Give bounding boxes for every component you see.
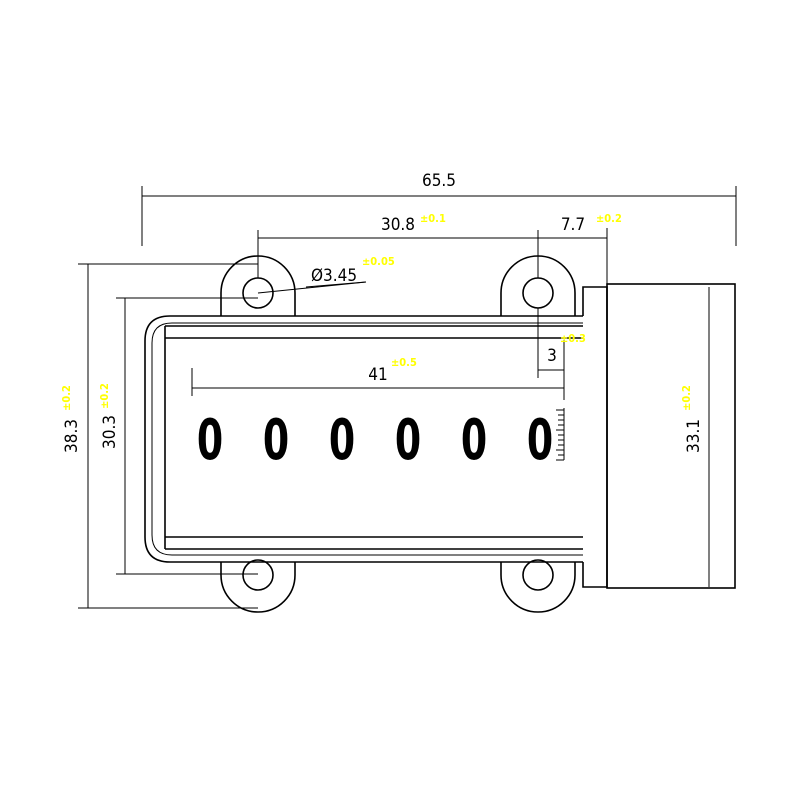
body-height-label: 30.3: [100, 415, 120, 449]
hole-diameter-tolerance: ±0.05: [362, 255, 395, 268]
hole-diameter-label: Ø3.45: [311, 266, 357, 286]
end-offset-tolerance: ±0.3: [560, 332, 586, 345]
end-offset-label: 3: [547, 346, 557, 366]
hole-bottom-left: [242, 559, 274, 591]
hole-bottom-right: [522, 559, 554, 591]
step-flange: [582, 286, 608, 588]
dimension-lines: [78, 186, 737, 609]
lug-bottom-left: [220, 562, 296, 613]
hole-pitch-label: 30.8: [381, 215, 415, 235]
digit-1: 0: [197, 407, 223, 473]
counter-digits: 0 0 0 0 0 0: [197, 407, 553, 473]
overall-width-label: 65.5: [422, 171, 456, 191]
digit-4: 0: [395, 407, 421, 473]
dimension-labels: 65.5 30.8 ±0.1 7.7 ±0.2 Ø3.45 ±0.05 3 ±0…: [60, 171, 704, 453]
digit-scale: [556, 408, 565, 461]
digit-6: 0: [527, 407, 553, 473]
overall-height-tolerance: ±0.2: [60, 385, 73, 411]
window-width-label: 41: [368, 365, 387, 385]
housing: [606, 283, 736, 589]
body-outer: [144, 315, 583, 563]
housing-height-label: 33.1: [684, 419, 704, 453]
housing-height-tolerance: ±0.2: [680, 385, 693, 411]
body-inner: [151, 322, 583, 556]
housing-width-tolerance: ±0.2: [596, 212, 622, 225]
digit-5: 0: [461, 407, 487, 473]
digit-2: 0: [263, 407, 289, 473]
housing-width-label: 7.7: [561, 215, 585, 235]
hole-pitch-tolerance: ±0.1: [420, 212, 446, 225]
overall-height-label: 38.3: [62, 419, 82, 453]
hole-top-right: [522, 277, 554, 309]
digit-3: 0: [329, 407, 355, 473]
counter-outline: [144, 255, 736, 613]
window-width-tolerance: ±0.5: [391, 356, 417, 369]
lug-bottom-right: [500, 562, 576, 613]
body-height-tolerance: ±0.2: [98, 383, 111, 409]
